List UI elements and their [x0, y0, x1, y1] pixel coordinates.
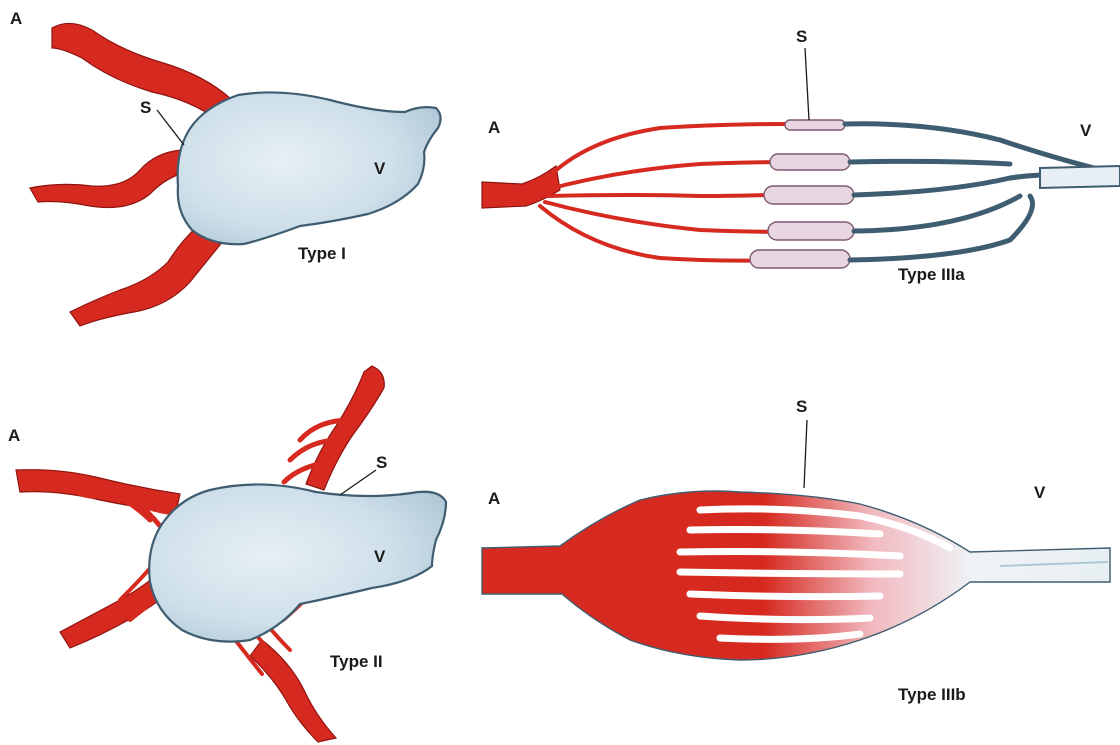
type3a-arterial-branches — [540, 124, 790, 261]
type1-title: Type I — [298, 244, 346, 263]
type2-artery-label: A — [8, 426, 20, 445]
panel-type-3a: A S V Type IIIa — [482, 27, 1120, 284]
type2-vein-label: V — [374, 547, 386, 566]
type1-vein-sac — [178, 92, 441, 244]
type1-shunt-label: S — [140, 98, 151, 117]
type1-artery-label: A — [10, 9, 22, 28]
type3a-title: Type IIIa — [898, 265, 965, 284]
type3a-venous-branches — [845, 124, 1120, 260]
type3b-vein-label: V — [1034, 483, 1046, 502]
type2-shunt-label: S — [376, 453, 387, 472]
type2-vein-sac — [149, 484, 446, 641]
panel-type-3b: A S V Type IIIb — [482, 397, 1110, 704]
type3b-shunt-label: S — [796, 397, 807, 416]
type3b-artery-label: A — [488, 489, 500, 508]
type1-vein-label: V — [374, 159, 386, 178]
panel-type-2: A S V Type II — [8, 366, 446, 742]
panel-type-1: A S V Type I — [10, 9, 441, 326]
type3b-title: Type IIIb — [898, 685, 966, 704]
type3a-vein-label: V — [1080, 121, 1092, 140]
type2-title: Type II — [330, 652, 383, 671]
type3a-artery-label: A — [488, 118, 500, 137]
type3a-shunt-label: S — [796, 27, 807, 46]
type3a-nidus — [750, 120, 854, 268]
